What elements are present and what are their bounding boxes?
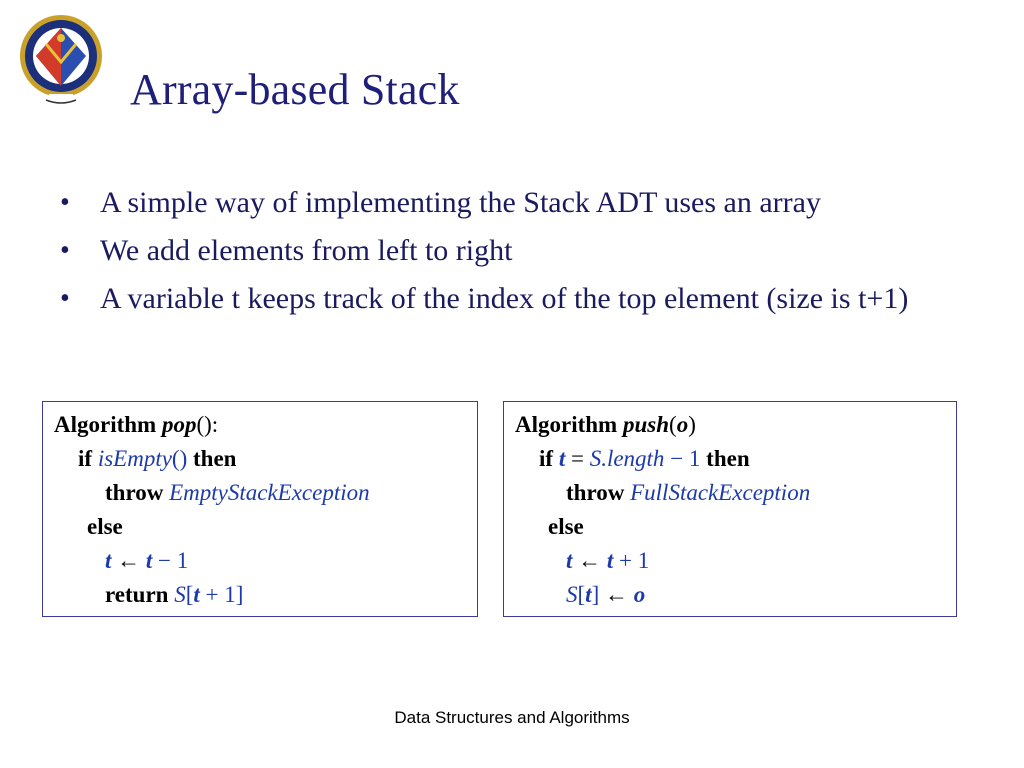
plus-one: + 1 — [619, 548, 650, 573]
length-expr: S.length — [589, 446, 665, 471]
bullet-dot-icon: • — [60, 235, 70, 266]
pop-decrement-line: t ← t − 1 — [43, 544, 477, 578]
bullet-text: A variable t keeps track of the index of… — [100, 282, 909, 315]
exception-name: FullStackException — [630, 480, 811, 505]
pop-algorithm-box: Algorithm pop(): if isEmpty() then throw… — [42, 401, 478, 617]
bullet-dot-icon: • — [60, 187, 70, 218]
push-else-line: else — [504, 510, 956, 544]
bullet-item: • We add elements from left to right — [60, 234, 990, 268]
algorithm-keyword: Algorithm — [515, 412, 618, 437]
open-bracket: [ — [577, 582, 586, 607]
open-paren: ( — [669, 412, 677, 437]
assign-arrow: ← — [117, 548, 141, 573]
t-variable: t — [585, 582, 592, 607]
push-header-line: Algorithm push(o) — [504, 408, 956, 442]
array-name: S — [174, 582, 186, 607]
exception-name: EmptyStackException — [169, 480, 370, 505]
bullet-item: • A variable t keeps track of the index o… — [60, 282, 990, 316]
signature-suffix: (): — [196, 412, 219, 437]
assign-arrow: ← — [604, 582, 628, 607]
else-keyword: else — [87, 514, 123, 539]
push-throw-line: throw FullStackException — [504, 476, 956, 510]
param-name: o — [633, 582, 646, 607]
t-variable: t — [606, 548, 614, 573]
close-paren: ) — [688, 412, 696, 437]
pop-header-line: Algorithm pop(): — [43, 408, 477, 442]
institute-emblem-logo — [20, 15, 102, 104]
push-increment-line: t ← t + 1 — [504, 544, 956, 578]
t-variable: t — [105, 548, 112, 573]
condition: isEmpty — [97, 446, 172, 471]
if-keyword: if — [539, 446, 554, 471]
else-keyword: else — [548, 514, 584, 539]
minus-one: − 1 — [158, 548, 189, 573]
bullet-item: • A simple way of implementing the Stack … — [60, 186, 990, 220]
then-keyword: then — [193, 446, 237, 471]
throw-keyword: throw — [105, 480, 164, 505]
throw-keyword: throw — [566, 480, 625, 505]
pop-throw-line: throw EmptyStackException — [43, 476, 477, 510]
minus-one: − 1 — [670, 446, 701, 471]
if-keyword: if — [78, 446, 93, 471]
t-variable: t — [566, 548, 573, 573]
function-name: push — [622, 412, 670, 437]
function-name: pop — [161, 412, 197, 437]
param-name: o — [676, 412, 689, 437]
equals-sign: = — [570, 446, 584, 471]
assign-arrow: ← — [578, 548, 602, 573]
then-keyword: then — [706, 446, 750, 471]
push-algorithm-box: Algorithm push(o) if t = S.length − 1 th… — [503, 401, 957, 617]
pop-if-line: if isEmpty() then — [43, 442, 477, 476]
push-if-line: if t = S.length − 1 then — [504, 442, 956, 476]
close-bracket: ] — [591, 582, 600, 607]
open-bracket: [ — [185, 582, 194, 607]
bullet-list: • A simple way of implementing the Stack … — [60, 186, 990, 330]
bullet-text: We add elements from left to right — [100, 234, 513, 267]
algorithm-keyword: Algorithm — [54, 412, 157, 437]
pop-return-line: return S[t + 1] — [43, 578, 477, 612]
return-keyword: return — [105, 582, 169, 607]
bullet-dot-icon: • — [60, 283, 70, 314]
t-variable: t — [193, 582, 200, 607]
t-variable: t — [558, 446, 566, 471]
slide-footer: Data Structures and Algorithms — [394, 708, 630, 727]
pop-else-line: else — [43, 510, 477, 544]
t-variable: t — [145, 548, 153, 573]
slide-title: Array-based Stack — [130, 65, 460, 114]
plus-one-close: + 1] — [205, 582, 244, 607]
array-name: S — [566, 582, 578, 607]
condition-parens: () — [171, 446, 188, 471]
push-assign-line: S[t] ← o — [504, 578, 956, 612]
bullet-text: A simple way of implementing the Stack A… — [100, 186, 821, 219]
